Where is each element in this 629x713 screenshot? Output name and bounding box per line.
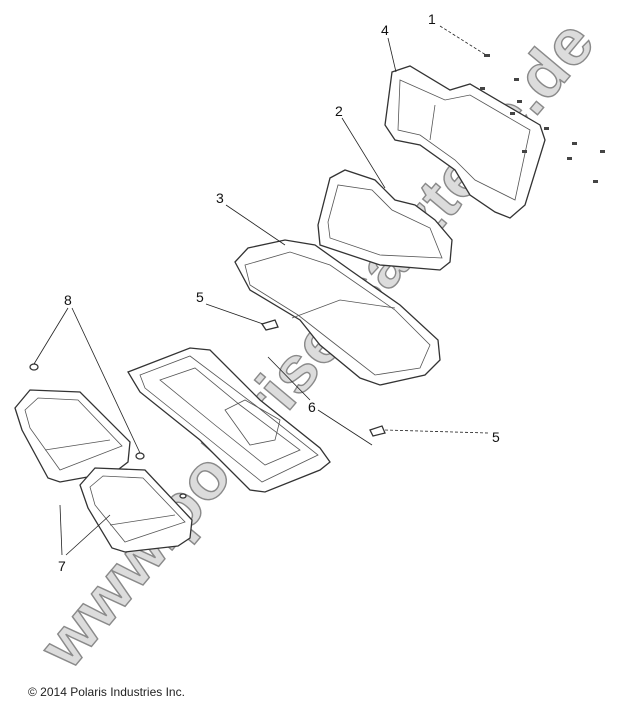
backrest-pad-part [384,65,546,219]
storage-bin-part [79,467,193,553]
seat-cushion-part [234,239,441,386]
grommet-part [29,363,39,371]
seat-back-part [317,169,453,271]
callout-2: 2 [335,103,343,119]
clip-part [260,319,279,331]
watermark: www.polarisersatzteile.de [25,7,608,682]
fastener-parts [480,54,605,183]
clip-part [369,425,386,437]
callout-5b: 5 [492,429,500,445]
callout-5: 5 [196,289,204,305]
leader-lines [33,25,489,556]
callout-7: 7 [58,558,66,574]
callout-8: 8 [64,292,72,308]
grommet-part [179,493,187,499]
grommet-part [135,452,145,460]
callout-4: 4 [381,22,389,38]
callout-1: 1 [428,11,436,27]
storage-bin-part [14,389,131,483]
callout-3: 3 [216,190,224,206]
callout-6: 6 [308,399,316,415]
seat-tray-part [127,347,331,493]
copyright-text: © 2014 Polaris Industries Inc. [28,685,185,699]
